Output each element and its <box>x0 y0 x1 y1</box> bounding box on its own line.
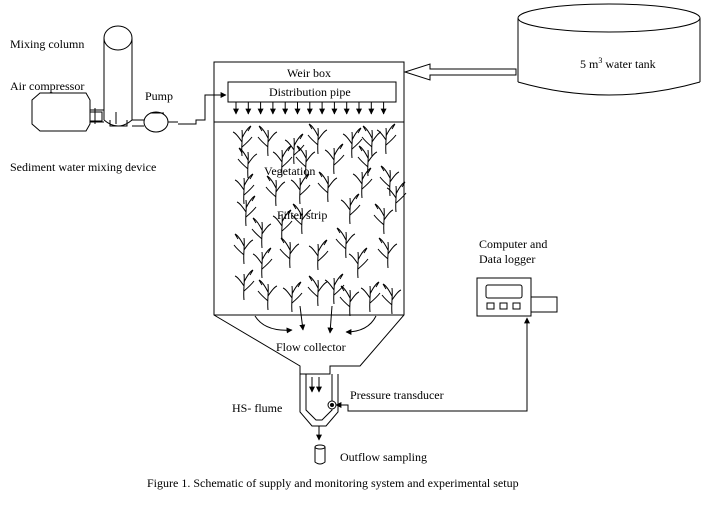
plant-icon <box>335 227 356 259</box>
air-compressor-shape <box>31 92 104 132</box>
outflow-sampling-label: Outflow sampling <box>340 450 427 464</box>
plant-icon <box>340 193 361 225</box>
mixing-column-label: Mixing column <box>10 37 84 51</box>
plant-icon <box>379 165 400 197</box>
plant-icon <box>232 125 253 157</box>
weir-box-label: Weir box <box>287 66 331 80</box>
plant-icon <box>386 181 407 213</box>
plant-icon <box>339 285 360 317</box>
air-compressor-label: Air compressor <box>10 79 84 93</box>
distribution-pipe <box>227 81 397 103</box>
plant-icon <box>361 125 382 157</box>
plant-icon <box>279 237 300 269</box>
flow-collector-arrows <box>254 305 377 335</box>
tank-to-weir-arrow <box>403 63 517 81</box>
plant-icon <box>233 233 254 265</box>
plant-icon <box>284 133 305 165</box>
plant-icon <box>252 247 273 279</box>
pump-label: Pump <box>145 89 173 103</box>
plant-icon <box>295 145 316 177</box>
plant-icon <box>251 217 272 249</box>
plant-icon <box>307 275 328 307</box>
distribution-outflow-arrows <box>233 102 387 115</box>
computer-label: Computer and <box>479 237 547 251</box>
plant-icon <box>381 283 402 315</box>
sediment-device-label: Sediment water mixing device <box>10 160 156 174</box>
mixing-column-shape <box>103 25 133 127</box>
sediment-water-mixing-device <box>31 25 227 133</box>
hs-flume-label: HS- flume <box>232 401 282 415</box>
figure-caption: Figure 1. Schematic of supply and monito… <box>147 476 519 490</box>
plant-icon <box>317 171 338 203</box>
tank-outline <box>213 61 405 375</box>
plant-icon <box>272 145 293 177</box>
pressure-transducer-sensor <box>327 400 337 410</box>
plant-icon <box>324 273 345 305</box>
plant-icon <box>257 279 278 311</box>
plant-icon <box>307 123 328 155</box>
filter-strip-tank <box>213 61 405 375</box>
pump-shape <box>132 111 178 133</box>
pressure-transducer-label: Pressure transducer <box>350 388 444 402</box>
plant-icon <box>342 127 363 159</box>
plant-icon <box>265 175 286 207</box>
plant-icon <box>257 125 278 157</box>
plant-icon <box>357 145 378 177</box>
vegetation-plants <box>232 123 407 317</box>
plant-icon <box>282 281 303 313</box>
distribution-pipe-label: Distribution pipe <box>269 85 351 99</box>
data-logger-label: Data logger <box>479 252 535 266</box>
filter-strip-label: Filter strip <box>277 208 327 222</box>
plant-icon <box>308 239 329 271</box>
plant-icon <box>360 281 381 313</box>
plant-icon <box>348 247 369 279</box>
data-logger-device <box>476 277 558 317</box>
transducer-signal-line <box>341 317 530 412</box>
plant-icon <box>377 237 398 269</box>
supply-pipe <box>178 92 227 125</box>
water-tank-label: 5 m3 water tank <box>580 56 656 71</box>
plant-icon <box>290 173 311 205</box>
plant-icon <box>352 167 373 199</box>
plant-icon <box>324 143 345 175</box>
water-tank-shape <box>517 3 701 96</box>
plant-icon <box>236 195 257 227</box>
vegetation-label: Vegetation <box>264 164 315 178</box>
plant-icon <box>376 123 397 155</box>
plant-icon <box>291 203 312 235</box>
plant-icon <box>373 203 394 235</box>
flow-collector-label: Flow collector <box>276 340 346 354</box>
plant-icon <box>234 269 255 301</box>
plant-icon <box>234 173 255 205</box>
outflow-sampling-bottle <box>314 444 326 465</box>
plant-icon <box>237 147 258 179</box>
plant-icon <box>272 209 293 241</box>
